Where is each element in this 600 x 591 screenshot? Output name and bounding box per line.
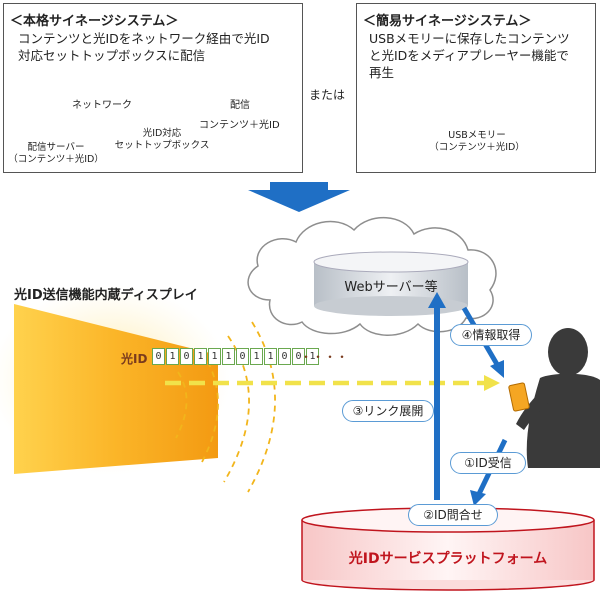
- stb-label-line1: 光ID対応: [142, 128, 182, 139]
- server-label-line1: 配信サーバー: [27, 142, 85, 153]
- usb-label-line1: USBメモリー: [448, 130, 506, 141]
- usb-label-line2: （コンテンツ＋光ID）: [429, 142, 525, 153]
- bit-cell: 1: [306, 348, 319, 365]
- bit-cell: 0: [180, 348, 193, 365]
- bit-cell: 0: [236, 348, 249, 365]
- or-label: または: [309, 88, 346, 102]
- web-server-label: Webサーバー等: [344, 280, 438, 295]
- bit-cell: 1: [208, 348, 221, 365]
- person-silhouette: [516, 328, 600, 468]
- server-label-line2: （コンテンツ＋光ID）: [8, 154, 104, 165]
- delivery-label: 配信: [230, 100, 250, 111]
- stb-label: 光ID対応 セットトップボックス: [112, 128, 212, 152]
- light-beam-head: [484, 375, 500, 391]
- bits-ellipsis: ・・・・: [300, 350, 349, 364]
- bit-cell: 1: [250, 348, 263, 365]
- usb-label: USBメモリー （コンテンツ＋光ID）: [417, 130, 537, 154]
- platform-label: 光IDサービスプラットフォーム: [348, 551, 548, 567]
- simple-signage-title: ＜簡易サイネージシステム＞: [363, 14, 532, 29]
- light-id-label: 光ID: [121, 352, 148, 366]
- smartphone-icon: [508, 382, 530, 412]
- step1-id-receive: ①ID受信: [450, 452, 526, 474]
- simple-signage-box: ＜簡易サイネージシステム＞ USBメモリーに保存したコンテンツ と光IDをメディ…: [356, 3, 596, 173]
- bit-cell: 0: [278, 348, 291, 365]
- step2-id-query: ②ID問合せ: [408, 504, 498, 526]
- simple-signage-desc-line3: 再生: [369, 65, 395, 80]
- full-signage-box: ＜本格サイネージシステム＞ コンテンツと光IDをネットワーク経由で光ID 対応セ…: [3, 3, 303, 173]
- bit-cell: 1: [222, 348, 235, 365]
- bit-cell: 1: [194, 348, 207, 365]
- bit-cell: 0: [292, 348, 305, 365]
- simple-signage-desc-line1: USBメモリーに保存したコンテンツ: [369, 31, 570, 46]
- web-server-cylinder: [313, 251, 469, 316]
- step3-link-expand: ③リンク展開: [342, 400, 434, 422]
- signage-display: [14, 304, 218, 474]
- content-label: コンテンツ＋光ID: [199, 120, 280, 131]
- network-label: ネットワーク: [72, 100, 132, 111]
- display-label: 光ID送信機能内蔵ディスプレイ: [14, 288, 198, 303]
- server-label: 配信サーバー （コンテンツ＋光ID）: [4, 142, 108, 166]
- bit-cell: 1: [166, 348, 179, 365]
- bit-cell: 0: [152, 348, 165, 365]
- stb-label-line2: セットトップボックス: [114, 140, 210, 151]
- step4-info-get: ④情報取得: [450, 324, 532, 346]
- full-signage-title: ＜本格サイネージシステム＞: [10, 14, 179, 29]
- simple-signage-desc-line2: と光IDをメディアプレーヤー機能で: [369, 48, 569, 63]
- down-arrow-icon: [248, 182, 350, 212]
- full-signage-desc-line2: 対応セットトップボックスに配信: [18, 48, 206, 63]
- full-signage-desc-line1: コンテンツと光IDをネットワーク経由で光ID: [18, 31, 270, 46]
- bit-cell: 1: [264, 348, 277, 365]
